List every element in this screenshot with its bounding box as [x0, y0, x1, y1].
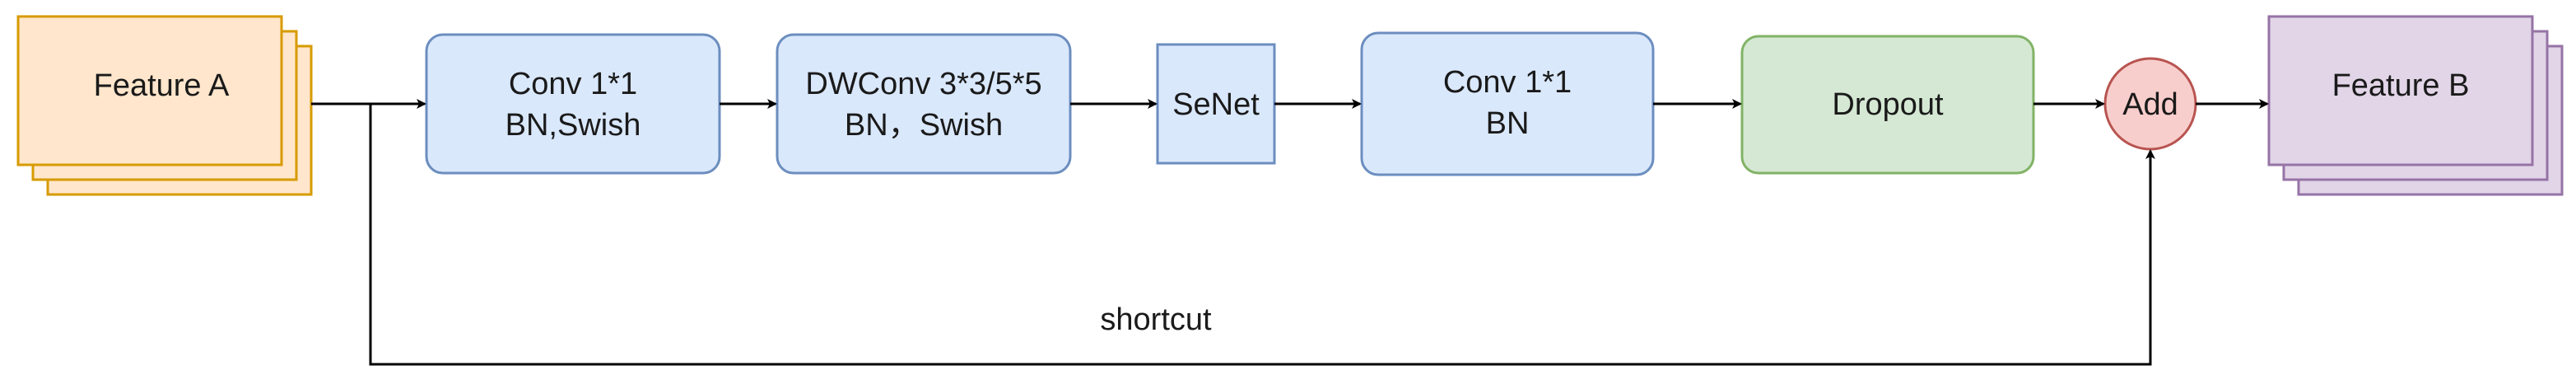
conv1-line2: BN,Swish	[505, 108, 641, 143]
feature-a-node: Feature A	[16, 15, 313, 196]
dwconv-line1: DWConv 3*3/5*5	[805, 67, 1041, 101]
senet-label: SeNet	[1172, 87, 1260, 122]
shortcut-label: shortcut	[1100, 302, 1212, 337]
dwconv-node: DWConv 3*3/5*5 BN，Swish	[776, 33, 1072, 175]
feature-a-label: Feature A	[94, 68, 230, 103]
feature-b-node: Feature B	[2267, 15, 2564, 196]
add-label: Add	[2122, 87, 2178, 122]
senet-node: SeNet	[1156, 43, 1276, 165]
dropout-label: Dropout	[1832, 87, 1944, 122]
dropout-node: Dropout	[1740, 35, 2035, 175]
conv2-line2: BN	[1486, 106, 1530, 141]
edge-shortcut	[369, 104, 2155, 366]
dwconv-line2: BN，Swish	[845, 108, 1003, 143]
conv2-node: Conv 1*1 BN	[1360, 31, 1655, 176]
conv1-line1: Conv 1*1	[509, 67, 637, 101]
add-node: Add	[2103, 57, 2197, 151]
conv1-node: Conv 1*1 BN,Swish	[425, 33, 721, 175]
conv2-line1: Conv 1*1	[1443, 65, 1572, 100]
feature-b-label: Feature B	[2332, 68, 2470, 103]
edges	[311, 99, 2269, 366]
